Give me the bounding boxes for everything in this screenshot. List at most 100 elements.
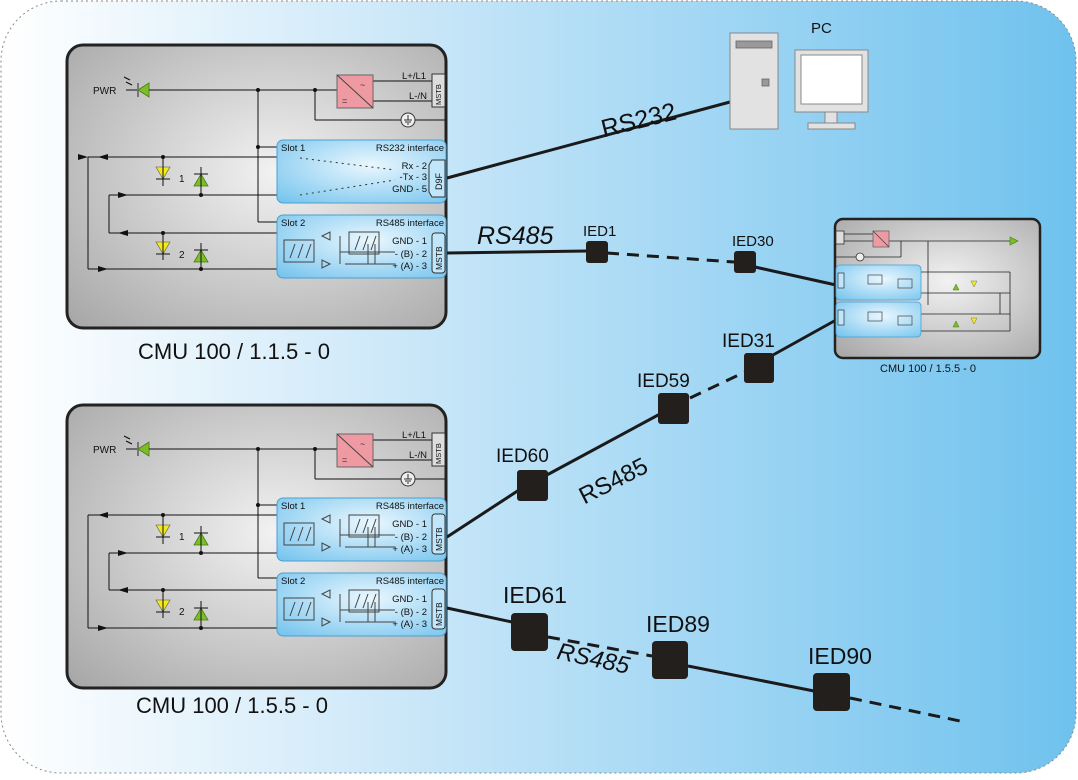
cmu-device-small[interactable]: CMU 100 / 1.5.5 - 0: [833, 217, 1042, 375]
ied-nodes: IED1 IED30 IED31 IED59 IED60 IED61 IED89: [496, 223, 872, 711]
slot-pin: - (B) - 2: [395, 607, 427, 618]
slot-name: Slot 1: [281, 143, 305, 154]
slot-1[interactable]: Slot 1 RS485 interface GND - 1 - (B) - 2…: [276, 497, 447, 562]
slot-connector-label: MSTB: [434, 602, 444, 626]
ied-label: IED59: [637, 371, 690, 392]
ied31-cmu-small-link: [772, 318, 837, 357]
slot-connector-label: MSTB: [434, 527, 444, 551]
rs485-link-middle: [446, 488, 520, 539]
rs485-link-bottom: [446, 606, 513, 624]
slot-2: [835, 301, 922, 338]
slot-2[interactable]: Slot 2 RS485 interface GND - 1 - (B) - 2…: [276, 214, 447, 279]
psu-terminal-label: L+/L1: [402, 71, 426, 82]
ied-label: IED89: [646, 611, 710, 637]
ied1-ied30-link: [606, 251, 735, 264]
device-caption: CMU 100 / 1.5.5 - 0: [880, 363, 976, 375]
pc-label: PC: [811, 20, 832, 37]
links: [446, 100, 961, 723]
transceiver-icon: [283, 514, 395, 552]
pc-tower: [729, 32, 779, 130]
ied-node[interactable]: IED30: [732, 233, 774, 273]
led-number: 1: [179, 532, 185, 543]
led-green-icon: [193, 526, 209, 555]
ied-label: IED30: [732, 233, 774, 250]
device-caption: CMU 100 / 1.1.5 - 0: [138, 339, 330, 364]
pwr-label: PWR: [93, 86, 116, 97]
ground-icon: [400, 471, 416, 487]
slot-connector-label: MSTB: [434, 246, 444, 270]
ground-icon: [400, 112, 416, 128]
ground-icon: [855, 252, 865, 262]
led-number: 2: [179, 607, 185, 618]
ied-node[interactable]: IED60: [496, 446, 549, 501]
led-green-icon: [193, 601, 209, 630]
led-yellow-icon: [155, 588, 171, 618]
slot-pin: + (A) - 3: [392, 619, 427, 630]
ied-node[interactable]: IED89: [646, 611, 710, 679]
led-green-icon: [952, 283, 960, 328]
link-label-rs485-top: RS485: [477, 222, 554, 250]
slot-interface: RS232 interface: [376, 143, 444, 154]
slot-1[interactable]: Slot 1 RS232 interface Rx - 2 -Tx - 3 GN…: [276, 139, 447, 204]
ied-label: IED61: [503, 582, 567, 608]
ied-label: IED90: [808, 643, 872, 669]
cmu-device-bottom[interactable]: PWR ~ = L+/L1 L-/N MSTB: [65, 403, 448, 718]
ied-node[interactable]: IED1: [583, 223, 616, 263]
slot-pin: GND - 1: [392, 594, 427, 605]
svg-text:=: =: [342, 96, 347, 106]
slot-pin: Rx - 2: [402, 161, 427, 172]
device-caption: CMU 100 / 1.5.5 - 0: [136, 693, 328, 718]
psu-connector-label: MSTB: [434, 84, 443, 105]
slot-pin: - (B) - 2: [395, 249, 427, 260]
led-yellow-icon: [970, 280, 978, 325]
slot-pin: + (A) - 3: [392, 261, 427, 272]
pwr-led-icon: [1009, 236, 1019, 246]
slot-1: [835, 264, 922, 301]
rs485-link-top: [446, 249, 588, 255]
transceiver-icon: [283, 589, 395, 627]
ied-node[interactable]: IED31: [722, 331, 775, 383]
ied61-ied89-link: [547, 635, 653, 658]
psu-connector: [431, 73, 446, 108]
led-number: 2: [179, 250, 185, 261]
ied89-ied90-link: [687, 664, 815, 693]
svg-text:~: ~: [360, 80, 365, 90]
ied30-cmu-small-link: [754, 265, 837, 287]
ied-label: IED1: [583, 223, 616, 240]
slot-interface: RS485 interface: [376, 501, 444, 512]
slot-pin: GND - 1: [392, 236, 427, 247]
ied-label: IED31: [722, 331, 775, 352]
led-green-icon: [193, 167, 209, 197]
pwr-led-icon: [123, 435, 150, 457]
psu-terminal-label: L-/N: [409, 450, 427, 461]
slot-connector-label: D9F: [434, 172, 444, 190]
cmu-device-top[interactable]: PWR ~ = L+/L1 L-/N MS: [65, 43, 448, 364]
slot-interface: RS485 interface: [376, 576, 444, 587]
psu-connector-label: MSTB: [434, 443, 443, 464]
slot-name: Slot 1: [281, 501, 305, 512]
slot-pin: -Tx - 3: [400, 172, 427, 183]
led-yellow-icon: [155, 231, 171, 260]
led-number: 1: [179, 174, 185, 185]
ied59-ied31-link: [689, 370, 746, 400]
slot-name: Slot 2: [281, 576, 305, 587]
pwr-led-icon: [123, 76, 150, 98]
svg-text:~: ~: [360, 439, 365, 449]
power-supply-icon: [872, 230, 890, 248]
led-yellow-icon: [155, 155, 171, 186]
ied-label: IED60: [496, 446, 549, 467]
pwr-label: PWR: [93, 445, 116, 456]
psu-connector: [835, 230, 845, 245]
ied-node[interactable]: IED61: [503, 582, 567, 651]
ied-node[interactable]: IED59: [637, 371, 690, 424]
power-supply-icon: ~ =: [336, 74, 374, 109]
pc[interactable]: PC: [729, 20, 869, 130]
rs232-link: [446, 100, 731, 180]
slot-2[interactable]: Slot 2 RS485 interface GND - 1 - (B) - 2…: [276, 572, 447, 637]
psu-connector: [431, 432, 446, 467]
ied60-ied59-link: [544, 412, 661, 478]
ied-node[interactable]: IED90: [808, 643, 872, 711]
transceiver-icon: [283, 231, 395, 269]
led-yellow-icon: [155, 513, 171, 544]
